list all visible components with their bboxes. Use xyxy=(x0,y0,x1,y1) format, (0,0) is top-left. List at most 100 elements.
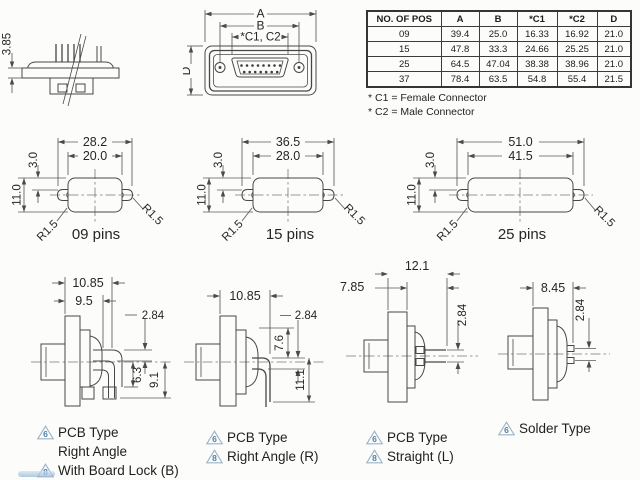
dim-pitch: 2.84 xyxy=(457,303,469,326)
table-cell: 64.5 xyxy=(440,56,480,72)
table-cell: 38.96 xyxy=(556,56,598,72)
note-triangle-icon: 8 xyxy=(206,449,223,464)
col-header: A xyxy=(440,10,480,27)
table-cell: 55.4 xyxy=(556,71,598,88)
svg-text:6: 6 xyxy=(372,434,377,444)
radius-callout: R1.5 xyxy=(341,202,367,228)
gasket-15-drawing: 36.5 28.0 3.0 11.0 R1.5 R1.5 15 pins xyxy=(197,135,367,244)
dim-outer-width: 51.0 xyxy=(508,135,532,149)
mount-solder-drawing: 8.45 2.84 xyxy=(498,281,610,401)
dim-flange-thickness: 3.85 xyxy=(2,33,14,55)
dim-pitch: 2.84 xyxy=(142,310,165,322)
svg-text:8: 8 xyxy=(372,453,377,463)
mount-label-row: 6 PCB Type xyxy=(25,423,195,442)
gasket-25-drawing: 51.0 41.5 3.0 11.0 R1.5 R1.5 25 pins xyxy=(407,135,617,244)
svg-text:6: 6 xyxy=(212,434,217,444)
dim-depth: 8.45 xyxy=(541,281,565,295)
svg-text:8: 8 xyxy=(212,453,217,463)
note-c2: * C2 = Male Connector xyxy=(368,106,475,119)
note-triangle-icon: 8 xyxy=(366,449,383,464)
dim-depth2: 7.85 xyxy=(340,280,364,294)
table-cell: 25 xyxy=(366,56,442,72)
radius-callout: R1.5 xyxy=(35,218,61,244)
mount-type-label: Solder Type xyxy=(519,421,591,436)
scan-artifact-bar xyxy=(18,471,55,477)
radius-callout: R1.5 xyxy=(139,202,165,228)
dim-b-label: B xyxy=(256,19,264,33)
table-cell: 78.4 xyxy=(440,71,480,88)
mount-type-label: PCB Type xyxy=(227,430,288,445)
mount-right-angle: 10.85 2.84 7.6 11.1 6 xyxy=(178,258,330,466)
mount-straight: 12.1 7.85 2.84 6 PCB Type xyxy=(338,258,486,466)
dim-top-offset: 3.0 xyxy=(213,152,225,168)
dim-top-offset: 3.0 xyxy=(28,152,40,168)
mount-label-row: 6 Solder Type xyxy=(490,419,638,438)
mount-type-label: Straight (L) xyxy=(387,449,454,464)
dim-depth: 12.1 xyxy=(405,259,429,273)
dim-pin2: 11.1 xyxy=(295,369,307,391)
table-cell: 47.8 xyxy=(440,41,480,57)
dim-depth: 10.85 xyxy=(229,289,260,303)
svg-text:6: 6 xyxy=(504,425,509,435)
gasket-label: 25 pins xyxy=(498,226,546,243)
mount-solder: 8.45 2.84 6 Solder Type xyxy=(490,258,638,438)
dim-inner-width: 28.0 xyxy=(276,149,300,163)
mount-type-label: With Board Lock (B) xyxy=(58,463,179,478)
dim-pin2: 9.1 xyxy=(149,372,161,388)
dim-inner-width: 41.5 xyxy=(508,149,532,163)
table-cell: 09 xyxy=(366,26,442,42)
note-triangle-icon: 6 xyxy=(366,430,383,445)
radius-callout: R1.5 xyxy=(220,218,246,244)
table-cell: 21.0 xyxy=(596,41,632,57)
table-row: 09 39.4 25.0 16.33 16.92 21.0 xyxy=(366,26,632,42)
table-cell: 63.5 xyxy=(478,71,518,88)
mount-type-label: Right Angle xyxy=(58,444,128,459)
table-cell: 21.0 xyxy=(596,56,632,72)
table-row: 15 47.8 33.3 24.66 25.25 21.0 xyxy=(366,41,632,57)
mount-type-label: Right Angle (R) xyxy=(227,449,319,464)
note-triangle-icon: 6 xyxy=(498,421,515,436)
gasket-label: 09 pins xyxy=(72,226,120,243)
table-cell: 37 xyxy=(366,71,442,88)
mount-type-label: PCB Type xyxy=(58,425,119,440)
dim-top-offset: 3.0 xyxy=(425,152,437,168)
mount-label-row: Right Angle xyxy=(25,442,195,461)
table-cell: 21.0 xyxy=(596,26,632,42)
table-cell: 33.3 xyxy=(478,41,518,57)
table-cell: 54.8 xyxy=(516,71,558,88)
dim-depth2: 9.5 xyxy=(75,294,92,308)
table-cell: 16.33 xyxy=(516,26,558,42)
radius-callout: R1.5 xyxy=(591,204,617,230)
col-header: NO. OF POS xyxy=(366,10,442,27)
dim-height: 11.0 xyxy=(197,184,209,206)
side-view-drawing: 3.85 xyxy=(2,33,120,107)
mount-straight-drawing: 12.1 7.85 2.84 xyxy=(340,259,478,403)
gasket-label: 15 pins xyxy=(266,226,314,243)
mount-type-label: PCB Type xyxy=(387,430,448,445)
mount-board-lock: 10.85 9.5 2.84 6.3 9.1 xyxy=(25,258,195,480)
table-cell: 39.4 xyxy=(440,26,480,42)
table-cell: 21.5 xyxy=(596,71,632,88)
col-header: *C2 xyxy=(556,10,598,27)
dim-depth: 10.85 xyxy=(72,276,103,290)
dim-height: 11.0 xyxy=(407,184,419,206)
table-notes: * C1 = Female Connector * C2 = Male Conn… xyxy=(368,91,487,119)
table-cell: 25.25 xyxy=(556,41,598,57)
dim-pitch: 2.84 xyxy=(295,310,318,322)
spec-table: NO. OF POS A B *C1 *C2 D 09 39.4 25.0 16… xyxy=(366,10,632,88)
mount-board-lock-drawing: 10.85 9.5 2.84 6.3 9.1 xyxy=(31,276,171,407)
radius-callout: R1.5 xyxy=(435,218,461,244)
table-cell: 38.38 xyxy=(516,56,558,72)
dim-pin1: 7.6 xyxy=(274,335,286,351)
mount-label-row: 6 PCB Type xyxy=(178,428,330,447)
col-header: B xyxy=(478,10,518,27)
mount-label-row: 6 PCB Type xyxy=(338,428,486,447)
table-cell: 24.66 xyxy=(516,41,558,57)
note-triangle-icon: 6 xyxy=(206,430,223,445)
mount-label-row: 8 Straight (L) xyxy=(338,447,486,466)
dim-c1c2-label: *C1, C2 xyxy=(240,32,280,44)
col-header: D xyxy=(596,10,632,27)
dim-outer-width: 28.2 xyxy=(83,135,107,149)
dim-inner-width: 20.0 xyxy=(83,149,107,163)
